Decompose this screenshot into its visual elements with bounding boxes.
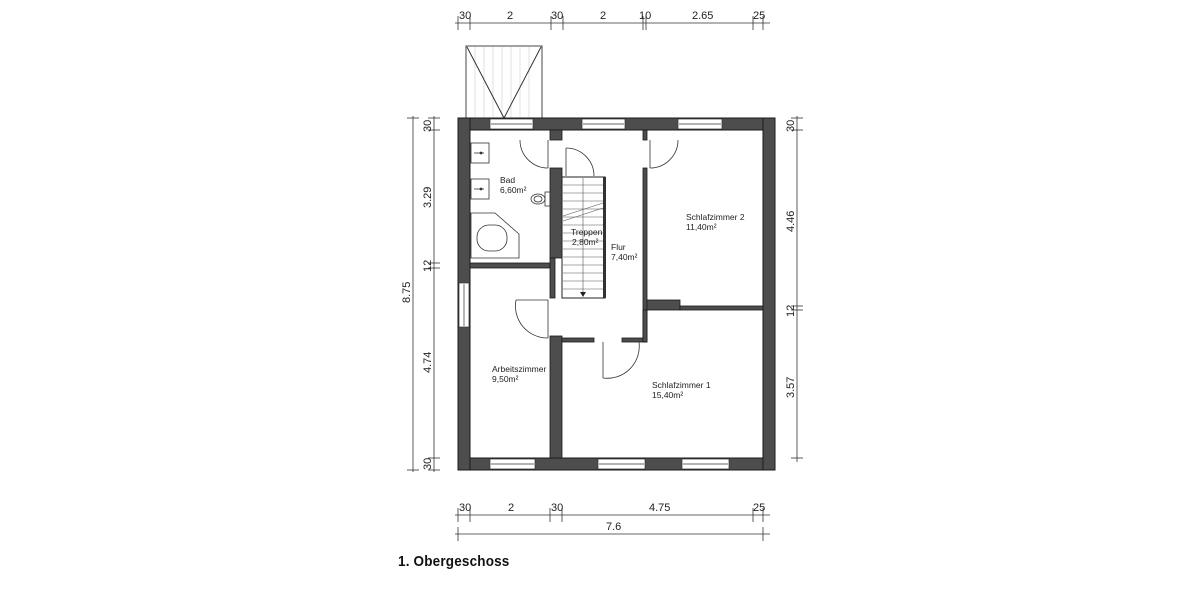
dim-bottom-1: 2 — [508, 502, 514, 514]
dimension-chain-bottom — [455, 508, 770, 541]
dimension-chain-right — [791, 116, 803, 462]
dim-right-2: 12 — [785, 305, 797, 317]
doors — [515, 139, 679, 379]
room-area-arbeitszimmer: 9,50m² — [492, 374, 519, 384]
dim-right-0: 30 — [785, 120, 797, 132]
dim-top-2: 30 — [551, 10, 563, 22]
dimension-labels-left: 8.75 30 3.29 12 4.74 30 — [401, 120, 434, 470]
room-name-schlafzimmer-2: Schlafzimmer 2 — [686, 212, 745, 222]
room-name-treppen: Treppen — [571, 227, 603, 237]
dim-left-3: 4.74 — [422, 352, 434, 373]
room-area-treppen: 2,80m² — [572, 237, 599, 247]
dimension-chain-left — [407, 116, 440, 472]
window-left — [458, 282, 470, 328]
room-name-arbeitszimmer: Arbeitszimmer — [492, 364, 546, 374]
dim-right-1: 4.46 — [785, 211, 797, 232]
dim-bottom-4: 25 — [753, 502, 765, 514]
dim-left-0: 30 — [422, 120, 434, 132]
exterior-walls — [457, 117, 776, 471]
stair-direction-arrow-icon — [580, 292, 586, 297]
bathtub-icon — [470, 212, 520, 259]
dimension-labels-right: 30 4.46 12 3.57 — [785, 120, 797, 398]
door-swing-arbeitszimmer — [515, 299, 549, 339]
windows-top — [489, 118, 723, 130]
door-swing-schlafzimmer-2 — [649, 139, 679, 169]
sink-icon — [470, 142, 490, 164]
door-swing-bad — [519, 139, 549, 169]
door-swing-flur — [565, 147, 595, 177]
dimension-labels-bottom: 30 2 30 4.75 25 7.6 — [459, 502, 765, 533]
room-name-bad: Bad — [500, 175, 515, 185]
interior-walls — [469, 129, 764, 459]
room-area-schlafzimmer-2: 11,40m² — [686, 222, 717, 232]
dim-left-2: 12 — [422, 260, 434, 272]
dim-right-3: 3.57 — [785, 377, 797, 398]
floor-title: 1. Obergeschoss — [398, 553, 510, 570]
dim-bottom-0: 30 — [459, 502, 471, 514]
dim-left-1: 3.29 — [422, 187, 434, 208]
dim-bottom-3: 4.75 — [649, 502, 670, 514]
balcony — [465, 45, 543, 120]
dim-top-1: 2 — [507, 10, 513, 22]
room-name-schlafzimmer-1: Schlafzimmer 1 — [652, 380, 711, 390]
sink-icon — [470, 178, 490, 200]
dimension-chain-top — [455, 16, 770, 30]
bathroom-fixtures — [470, 139, 551, 259]
windows-bottom — [489, 458, 730, 470]
dim-top-0: 30 — [459, 10, 471, 22]
room-area-bad: 6,60m² — [500, 185, 527, 195]
door-swing-schlafzimmer-1 — [602, 341, 640, 379]
room-name-flur: Flur — [611, 242, 626, 252]
room-labels: Bad 6,60m² Treppen 2,80m² Flur 7,40m² Sc… — [492, 175, 745, 400]
dim-top-6: 25 — [753, 10, 765, 22]
room-area-schlafzimmer-1: 15,40m² — [652, 390, 683, 400]
dim-bottom-2: 30 — [551, 502, 563, 514]
room-area-flur: 7,40m² — [611, 252, 638, 262]
dim-left-4: 30 — [422, 458, 434, 470]
toilet-icon — [530, 193, 546, 205]
dim-bottom-total: 7.6 — [606, 521, 621, 533]
staircase — [561, 147, 606, 299]
dim-top-4: 10 — [639, 10, 651, 22]
dimension-labels-top: 30 2 30 2 10 2.65 25 — [459, 10, 765, 22]
dim-left-total: 8.75 — [401, 282, 413, 303]
dim-top-5: 2.65 — [692, 10, 713, 22]
dim-top-3: 2 — [600, 10, 606, 22]
